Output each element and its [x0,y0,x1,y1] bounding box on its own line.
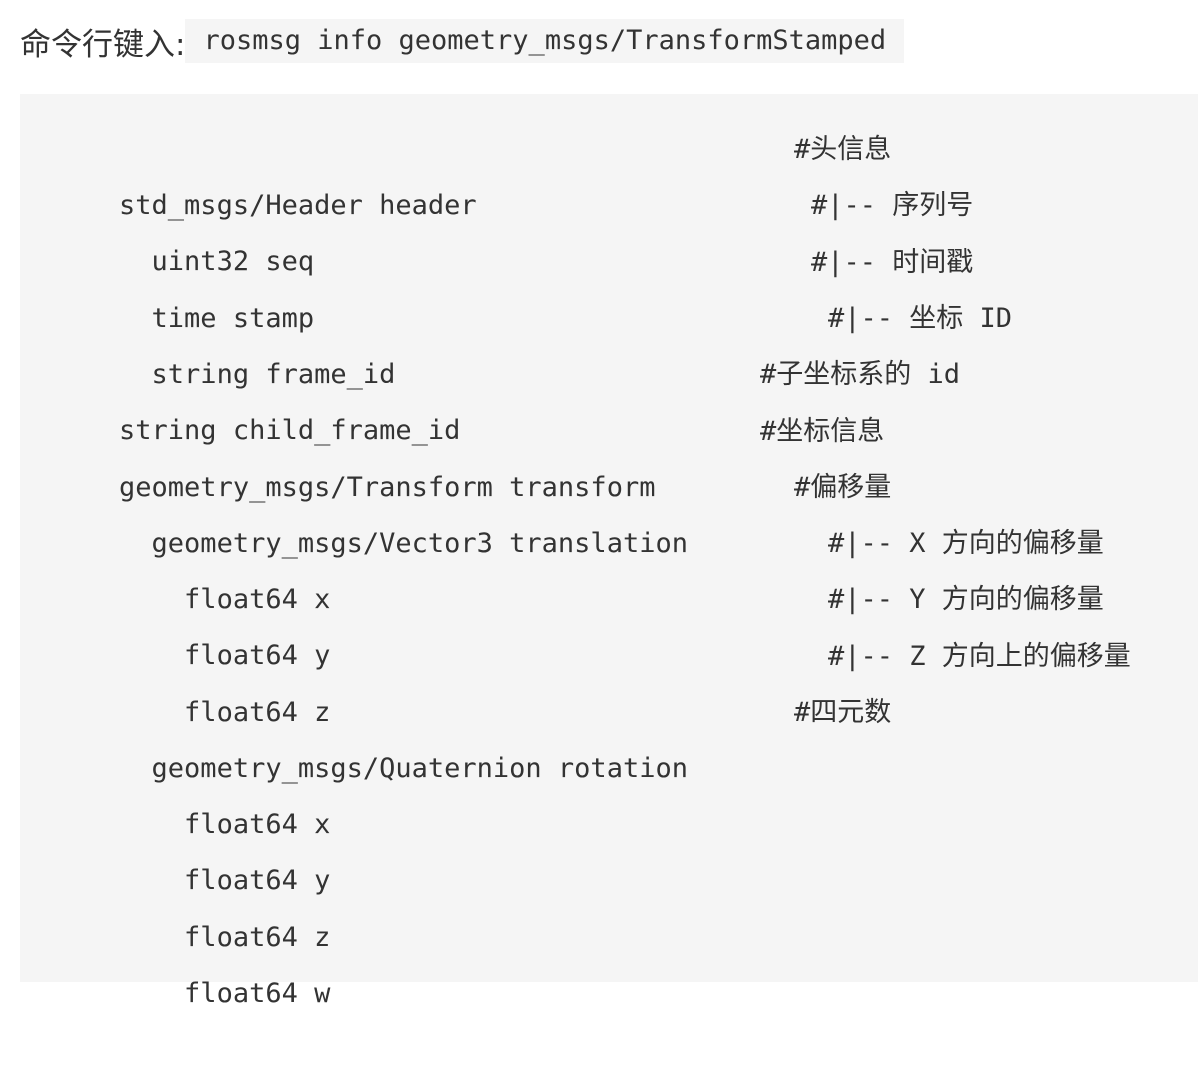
code-line: geometry_msgs/Quaternion rotation #四元数 [54,685,892,784]
code-line: uint32 seq #|-- 序列号 [54,178,974,277]
code-text: float64 y [119,640,331,671]
code-comment: #|-- Y 方向的偏移量 [828,584,1104,615]
code-line: string frame_id #|-- 坐标 ID [54,291,1013,390]
code-line: time stamp #|-- 时间戳 [54,235,974,334]
code-line: float64 w [54,910,330,1009]
code-text: string frame_id [119,359,396,390]
code-comment: #坐标信息 [760,416,885,447]
intro-line: 命令行键入: rosmsg info geometry_msgs/Transfo… [20,18,905,64]
code-line: float64 z #|-- Z 方向上的偏移量 [54,629,1131,728]
intro-label: 命令行键入: [20,26,186,63]
code-line: string child_frame_id #子坐标系的 id [54,347,960,446]
code-text: std_msgs/Header header [119,190,477,221]
code-line: float64 x #|-- X 方向的偏移量 [54,516,1104,615]
code-text: uint32 seq [119,246,315,277]
code-text: time stamp [119,303,315,334]
command-inline-code: rosmsg info geometry_msgs/TransformStamp… [185,19,905,63]
code-comment: #|-- 坐标 ID [828,303,1013,334]
code-comment: #四元数 [794,697,892,728]
code-text: float64 z [119,922,331,953]
code-line: float64 z [54,854,330,953]
code-line: float64 y #|-- Y 方向的偏移量 [54,572,1104,671]
code-text: float64 y [119,865,331,896]
code-text: string child_frame_id [119,415,461,446]
code-line: float64 x [54,741,330,840]
code-comment: #偏移量 [794,472,892,503]
code-comment: #|-- X 方向的偏移量 [828,528,1104,559]
code-line: geometry_msgs/Transform transform #坐标信息 [54,404,884,503]
code-text: geometry_msgs/Vector3 translation [119,528,688,559]
code-comment: #|-- 序列号 [811,190,974,221]
code-text: float64 z [119,697,331,728]
code-line: std_msgs/Header header #头信息 [54,122,891,221]
code-comment: #头信息 [794,134,892,165]
code-text: geometry_msgs/Quaternion rotation [119,753,688,784]
code-block: std_msgs/Header header #头信息 uint32 seq #… [20,94,1198,1009]
code-comment: #子坐标系的 id [760,359,961,390]
code-line: float64 y [54,797,330,896]
code-text: geometry_msgs/Transform transform [119,472,656,503]
code-text: float64 x [119,584,331,615]
code-text: float64 w [119,978,331,1009]
code-comment: #|-- Z 方向上的偏移量 [828,641,1131,672]
code-line: geometry_msgs/Vector3 translation #偏移量 [54,460,892,559]
code-comment: #|-- 时间戳 [811,247,974,278]
code-text: float64 x [119,809,331,840]
